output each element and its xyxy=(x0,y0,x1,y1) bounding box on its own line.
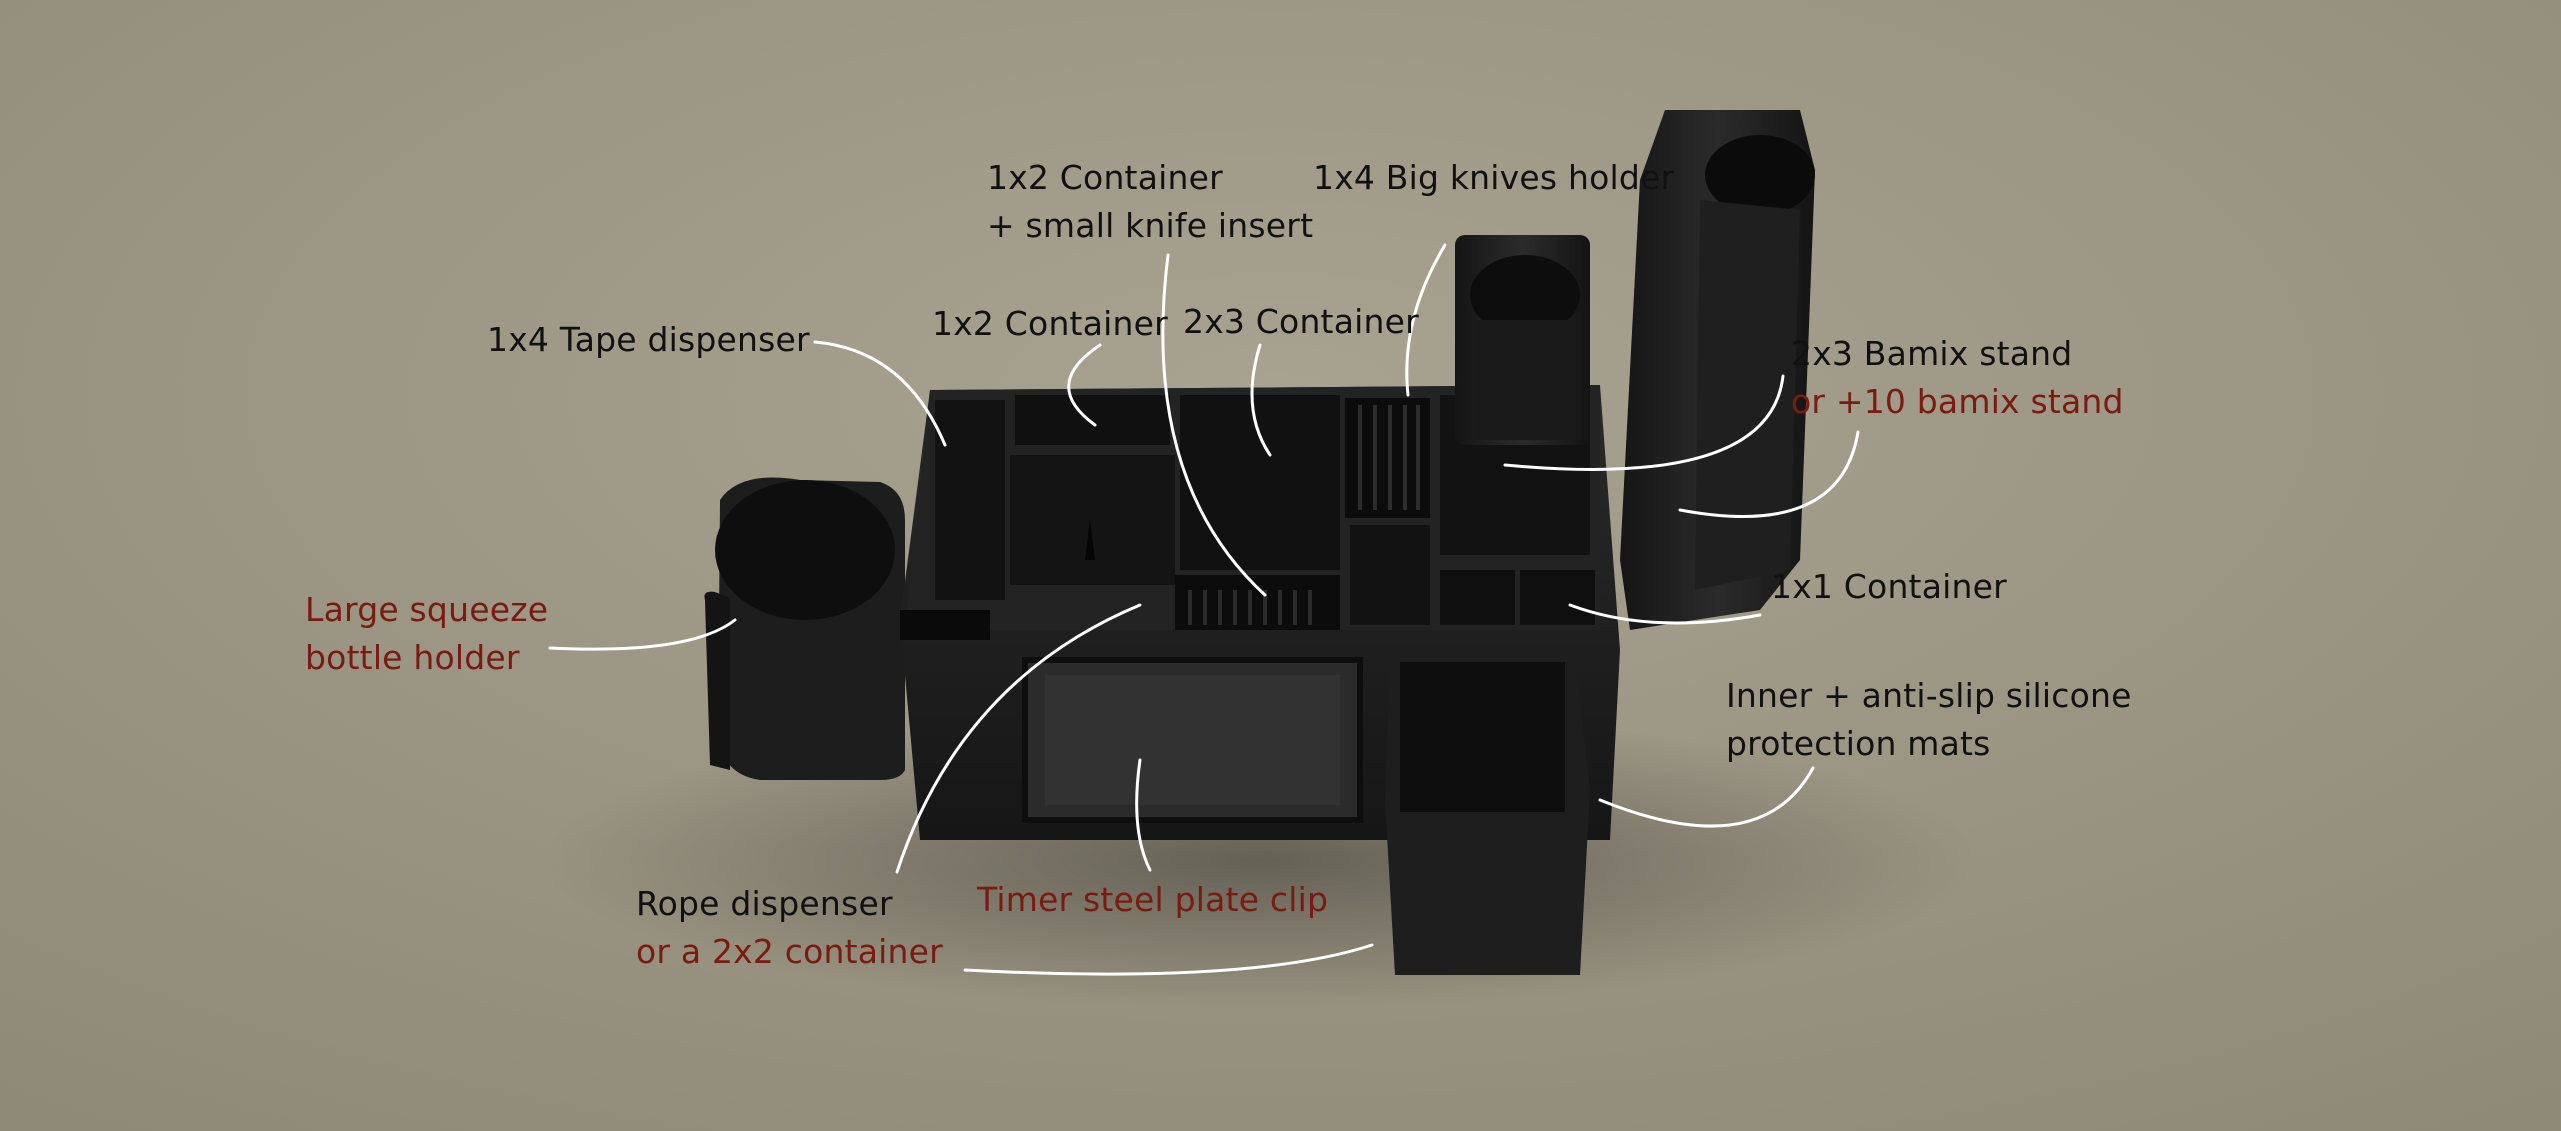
leader-squeeze-bottle xyxy=(548,618,737,651)
leader-tape-dispenser xyxy=(813,340,947,447)
label-2x3-container-text: 2x3 Container xyxy=(1183,302,1419,341)
label-big-knives-holder-text: 1x4 Big knives holder xyxy=(1313,158,1675,197)
leader-mats xyxy=(1598,766,1815,828)
label-bamix-stand-line1: 2x3 Bamix stand xyxy=(1791,334,2073,373)
label-mats-line2: protection mats xyxy=(1726,724,1991,763)
leader-rope-2x2 xyxy=(963,943,1374,976)
label-rope-dispenser: Rope dispenser or a 2x2 container xyxy=(636,880,943,976)
label-bamix-stand: 2x3 Bamix stand or +10 bamix stand xyxy=(1791,330,2124,426)
leader-timer-clip xyxy=(1135,758,1152,872)
label-squeeze-bottle-line2: bottle holder xyxy=(305,638,520,677)
rope-slot xyxy=(1175,575,1340,630)
label-1x2-knife-container: 1x2 Container + small knife insert xyxy=(987,154,1313,250)
compartment-1x1-b xyxy=(1520,570,1595,625)
leader-1x1-container xyxy=(1568,603,1762,625)
front-container xyxy=(1385,655,1590,975)
tape-dispenser-teeth xyxy=(900,610,990,640)
compartment-small-left xyxy=(1350,525,1430,625)
compartment-2x3 xyxy=(1180,395,1340,570)
compartment-1x2-knife xyxy=(1010,455,1175,585)
leader-bamix-plus10 xyxy=(1678,430,1860,518)
short-bamix-holder xyxy=(1455,235,1590,445)
label-timer-clip-text: Timer steel plate clip xyxy=(977,880,1329,919)
leader-big-knives xyxy=(1405,243,1447,397)
label-squeeze-bottle-line1: Large squeeze xyxy=(305,590,549,629)
tall-bamix-stand xyxy=(1620,110,1815,630)
leader-rope-dispenser xyxy=(895,603,1142,874)
label-2x3-container: 2x3 Container xyxy=(1183,298,1419,346)
leader-lines xyxy=(548,243,1860,976)
label-protection-mats: Inner + anti-slip silicone protection ma… xyxy=(1726,672,2132,768)
label-bamix-stand-line2: or +10 bamix stand xyxy=(1791,382,2124,421)
label-1x2-knife-line2: + small knife insert xyxy=(987,206,1314,245)
leader-1x2-container xyxy=(1067,343,1102,427)
label-1x2-knife-line1: 1x2 Container xyxy=(987,158,1223,197)
leader-1x2-knife xyxy=(1161,253,1267,597)
label-1x2-container: 1x2 Container xyxy=(932,300,1168,348)
leader-bamix-stand xyxy=(1503,374,1785,471)
leader-2x3-container xyxy=(1250,343,1272,457)
label-rope-dispenser-line2: or a 2x2 container xyxy=(636,932,943,971)
label-rope-dispenser-line1: Rope dispenser xyxy=(636,884,893,923)
label-timer-clip: Timer steel plate clip xyxy=(977,876,1328,924)
compartment-tape xyxy=(935,400,1005,600)
label-tape-dispenser-text: 1x4 Tape dispenser xyxy=(487,320,810,359)
label-1x1-container: 1x1 Container xyxy=(1771,563,2007,611)
label-mats-line1: Inner + anti-slip silicone xyxy=(1726,676,2132,715)
label-1x2-container-text: 1x2 Container xyxy=(932,304,1168,343)
floor-shadow xyxy=(540,710,1980,1010)
label-big-knives-holder: 1x4 Big knives holder xyxy=(1313,154,1674,202)
label-squeeze-bottle-holder: Large squeeze bottle holder xyxy=(305,586,548,682)
label-tape-dispenser: 1x4 Tape dispenser xyxy=(487,316,810,364)
label-1x1-container-text: 1x1 Container xyxy=(1771,567,2007,606)
squeeze-bottle-holder xyxy=(704,477,905,780)
compartment-1x1-a xyxy=(1440,570,1515,625)
compartment-1x2-top xyxy=(1015,395,1170,445)
